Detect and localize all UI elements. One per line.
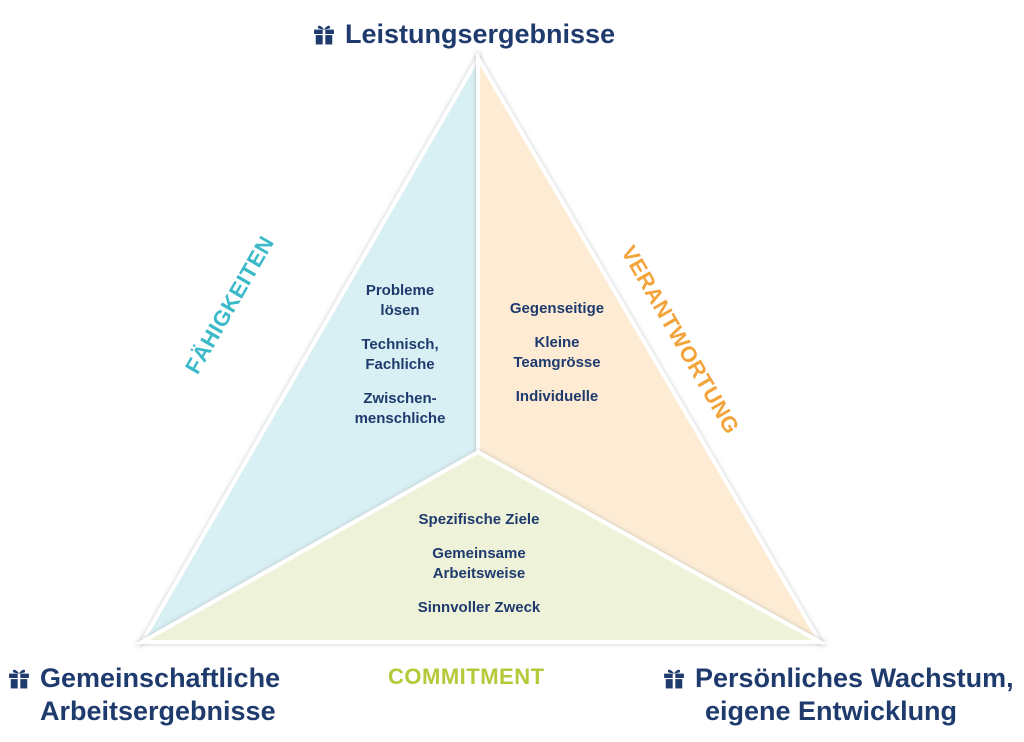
gift-icon <box>314 25 334 45</box>
corner-bottom-right-line2: eigene Entwicklung <box>705 696 958 726</box>
segment-right-text: Gegenseitige Kleine Teamgrösse Individue… <box>487 299 627 421</box>
corner-bottom-left-line1: Gemeinschaftliche <box>40 663 281 693</box>
segment-right-item: Gegenseitige <box>509 300 605 317</box>
corner-bottom-right-line1: Persönliches Wachstum, <box>695 663 1014 693</box>
segment-bottom-item: Sinnvoller Zweck <box>417 599 541 616</box>
segment-right-item: Individuelle <box>515 388 599 405</box>
segment-bottom-item: Gemeinsame Arbeitsweise <box>432 545 526 582</box>
corner-top-label: Leistungsergebnisse <box>345 19 616 49</box>
gift-icon <box>664 669 684 689</box>
segment-left-item: Technisch, Fachliche <box>361 336 439 373</box>
segment-right-item: Kleine Teamgrösse <box>513 334 601 371</box>
corner-bottom-left: Gemeinschaftliche Arbeitsergebnisse <box>8 662 280 728</box>
corner-bottom-right: Persönliches Wachstum, eigene Entwicklun… <box>663 662 1014 728</box>
side-label-bottom: COMMITMENT <box>388 664 545 689</box>
gift-icon <box>9 669 29 689</box>
bottom-segment <box>134 449 828 644</box>
segment-left-text: Probleme lösen Technisch, Fachliche Zwis… <box>330 281 470 443</box>
segment-bottom-item: Spezifische Ziele <box>418 511 540 528</box>
corner-top: Leistungsergebnisse <box>313 18 615 51</box>
corner-bottom-left-line2: Arbeitsergebnisse <box>40 696 276 726</box>
segment-left-item: Probleme lösen <box>365 282 435 319</box>
segment-bottom-text: Spezifische Ziele Gemeinsame Arbeitsweis… <box>384 510 574 632</box>
segment-left-item: Zwischen- menschliche <box>354 390 446 427</box>
